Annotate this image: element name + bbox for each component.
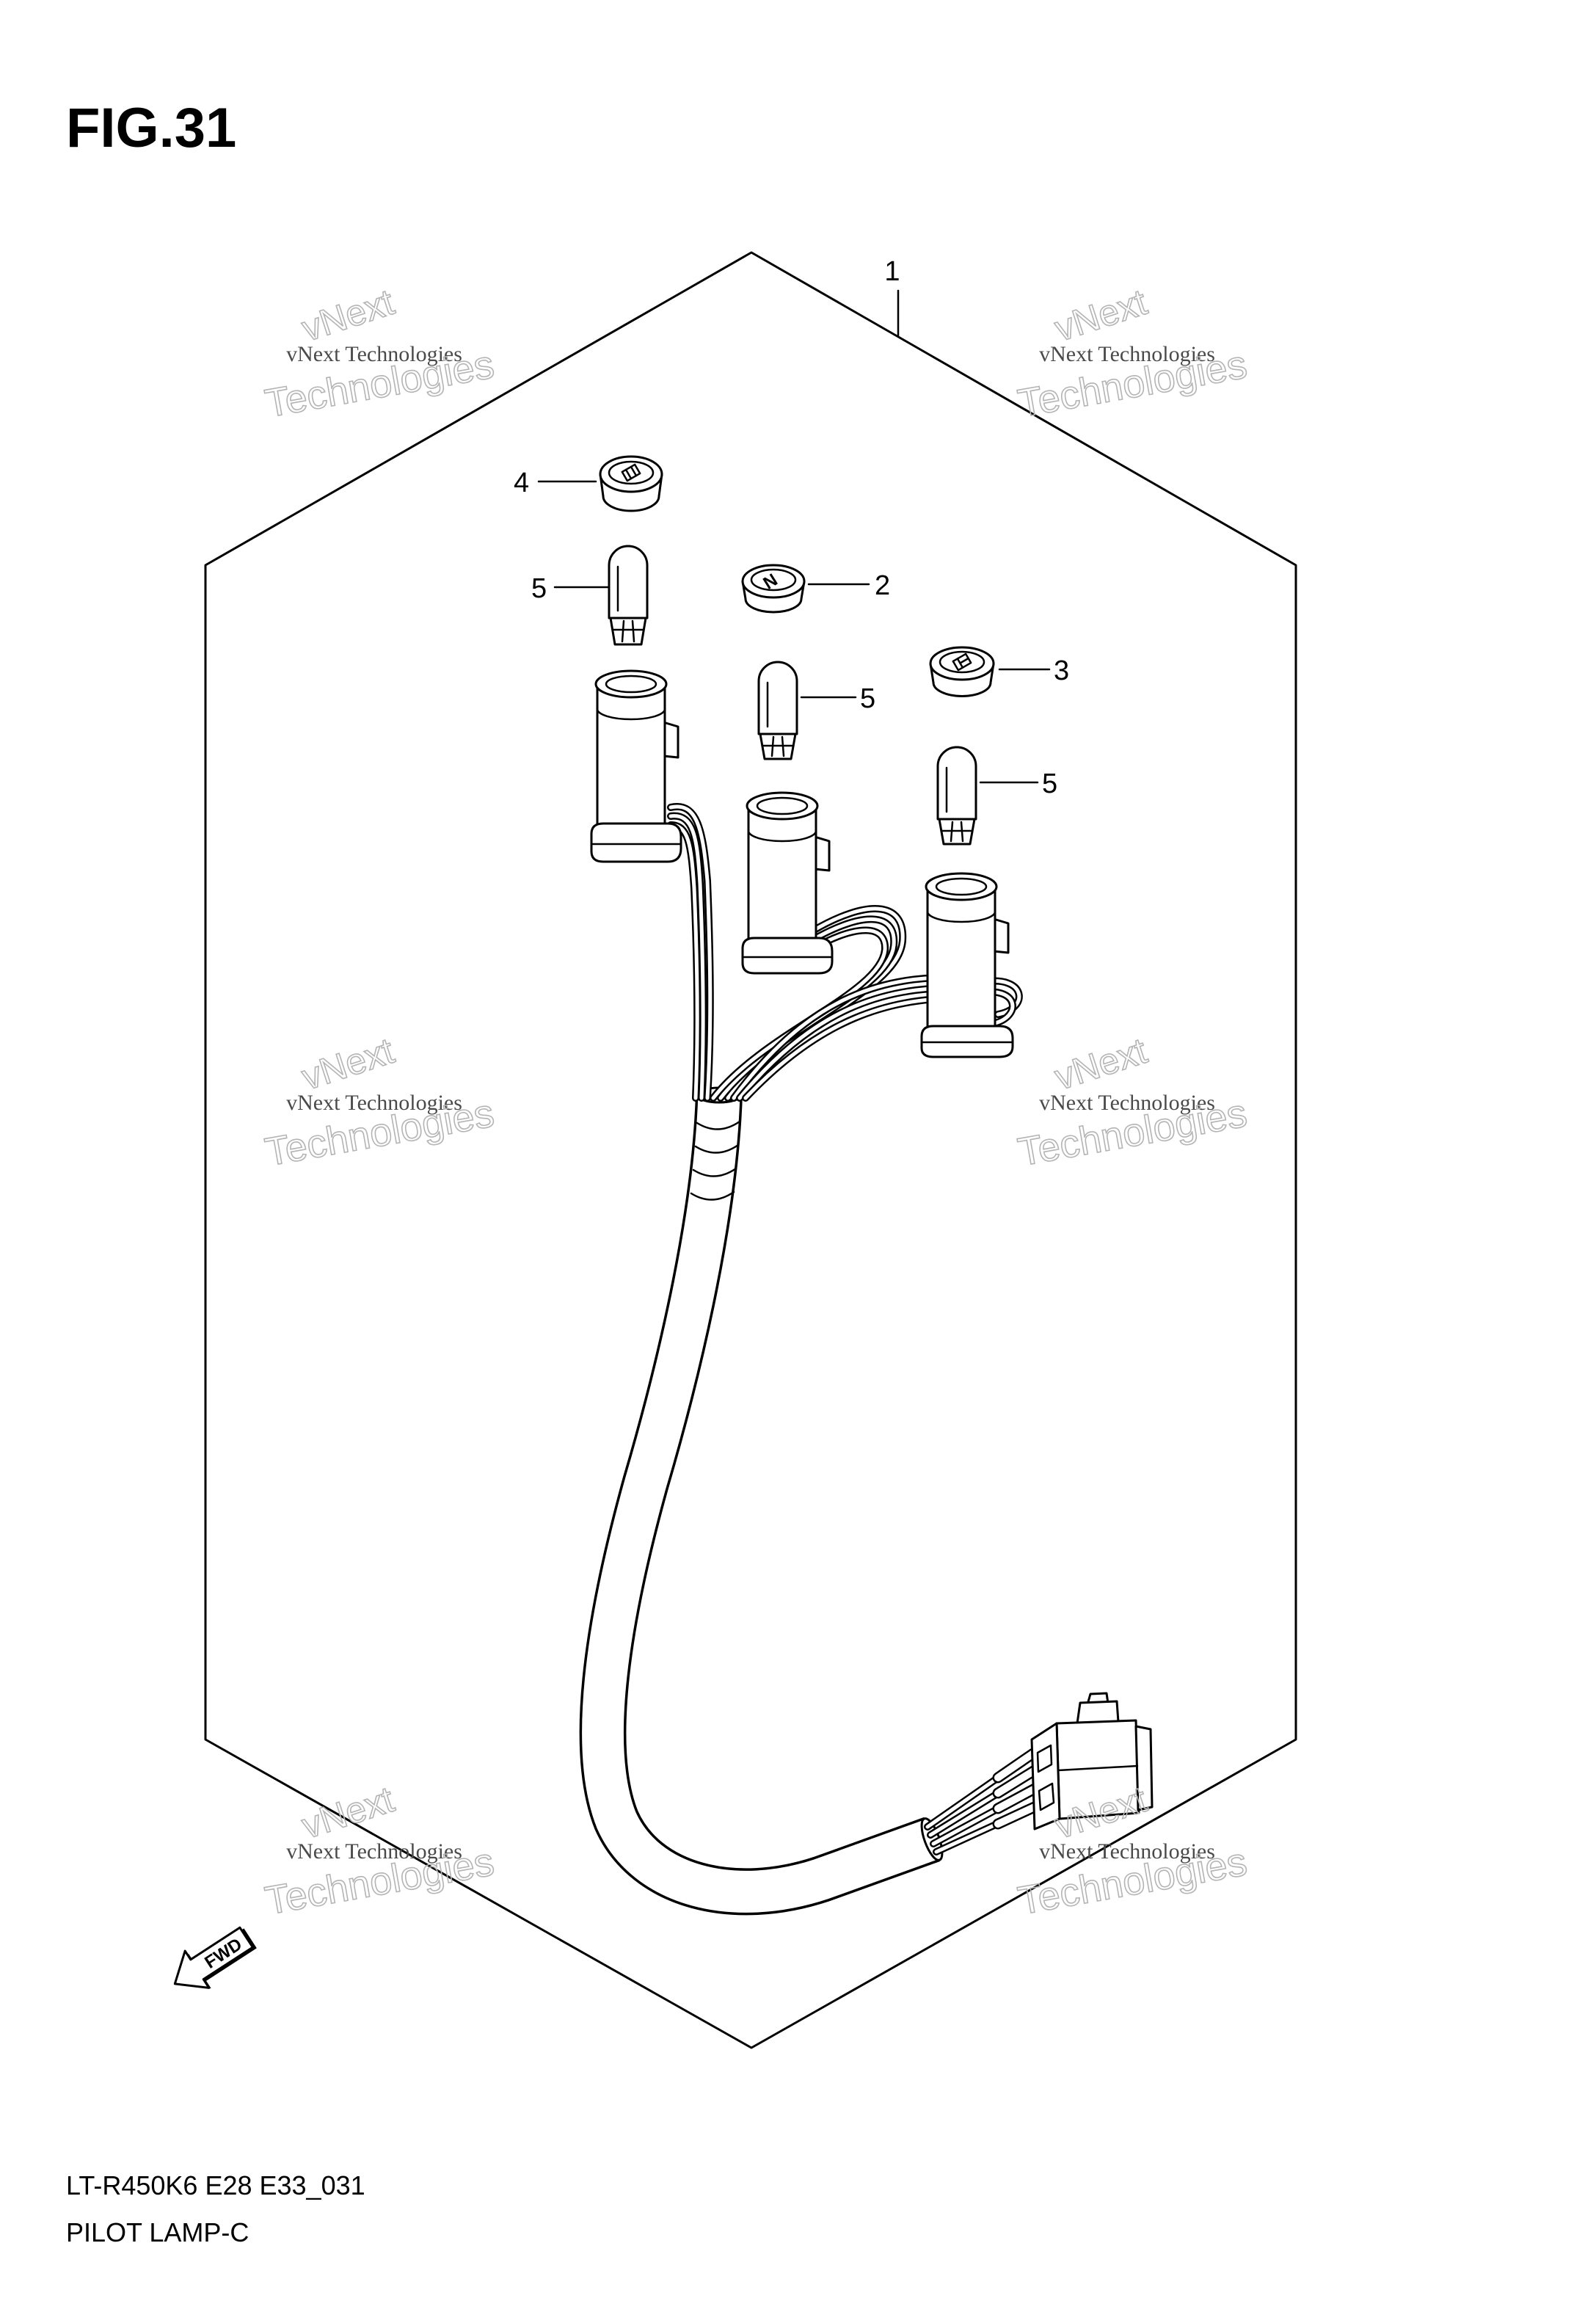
socket-body <box>926 888 996 1039</box>
callout-3: 3 <box>998 655 1069 686</box>
watermark-brand: vNext <box>297 281 399 349</box>
socket-flange <box>741 937 834 975</box>
bulb-middle <box>757 661 798 760</box>
socket-body <box>596 686 666 835</box>
watermark-full-name: vNext Technologies <box>286 342 462 366</box>
watermark-full-name: vNext Technologies <box>1039 1091 1215 1115</box>
figure-title: FIG.31 <box>66 97 236 159</box>
connector-cavity <box>1036 1744 1053 1773</box>
indicator-cap-top <box>599 455 663 512</box>
callout-label: 5 <box>1042 768 1057 799</box>
assembly-outline <box>204 251 1297 2049</box>
socket-flange <box>590 822 682 863</box>
lamp-socket-middle <box>741 791 834 975</box>
indicator-symbol-icon <box>952 652 972 672</box>
watermark-full-name: vNext Technologies <box>286 1839 462 1864</box>
lamp-socket-left <box>590 669 682 863</box>
watermark-full-name: vNext Technologies <box>286 1091 462 1115</box>
fwd-arrow-icon: FWD <box>173 1926 257 1989</box>
callout-5-right: 5 <box>979 768 1057 799</box>
watermark-brand: vNext <box>1050 281 1152 349</box>
harness-sheath <box>579 1086 944 1916</box>
figure-caption: PILOT LAMP-C <box>66 2217 249 2247</box>
connector-latch <box>1076 1700 1120 1725</box>
callout-4: 4 <box>514 468 597 498</box>
callout-label: 5 <box>531 573 547 604</box>
bulb-base <box>609 617 647 646</box>
connector-wires <box>928 1751 1041 1852</box>
bulb-glass <box>757 661 798 735</box>
watermark: vNext vNext Technologies Technologies <box>261 280 498 426</box>
harness-connector <box>1030 1692 1154 1831</box>
bulb-left <box>608 545 649 646</box>
callout-5-middle: 5 <box>800 683 875 714</box>
indicator-symbol-icon <box>621 463 641 482</box>
callout-1: 1 <box>884 256 900 338</box>
callout-5-left: 5 <box>531 573 611 604</box>
watermark: vNext vNext Technologies Technologies <box>261 1778 498 1924</box>
callout-2: 2 <box>807 570 890 601</box>
bulb-glass <box>936 746 977 821</box>
connector-cavity <box>1038 1782 1055 1811</box>
tape-wrap <box>690 1120 741 1201</box>
socket-body <box>747 807 817 950</box>
watermark: vNext vNext Technologies Technologies <box>1014 280 1250 426</box>
callout-label: 1 <box>884 256 900 287</box>
callout-label: 5 <box>860 683 875 714</box>
watermark-brand: vNext <box>297 1778 399 1847</box>
lamp-socket-right <box>920 872 1014 1058</box>
watermark-full-name: vNext Technologies <box>1039 342 1215 366</box>
watermark-full-name: vNext Technologies <box>1039 1839 1215 1864</box>
watermark: vNext vNext Technologies Technologies <box>1014 1029 1250 1175</box>
callout-label: 4 <box>514 468 529 498</box>
bulb-glass <box>608 545 649 619</box>
watermark-brand: vNext <box>297 1030 399 1098</box>
watermark-brand: vNext <box>1050 1030 1152 1098</box>
watermark: vNext vNext Technologies Technologies <box>261 1029 498 1175</box>
terminal-sleeves <box>992 1748 1043 1830</box>
model-code: LT-R450K6 E28 E33_031 <box>66 2170 365 2200</box>
indicator-cap-right <box>929 646 995 697</box>
callout-label: 2 <box>875 570 890 601</box>
neutral-indicator-cap: N <box>741 564 806 614</box>
callout-label: 3 <box>1054 655 1069 686</box>
bulb-right <box>936 746 977 846</box>
connector-flange <box>1134 1725 1154 1811</box>
